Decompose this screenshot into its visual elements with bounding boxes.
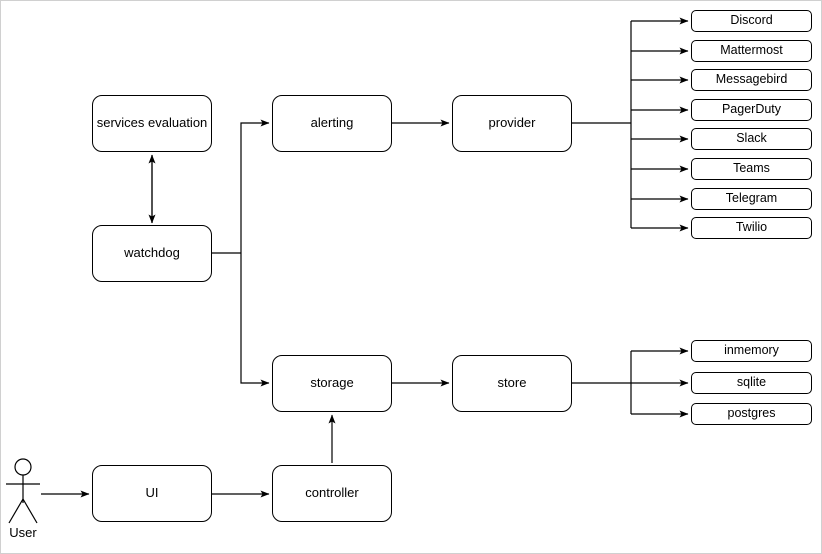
actor-leg-left-line — [8, 498, 24, 524]
node-provider-backend-telegram-label: Telegram — [725, 191, 778, 206]
node-alerting-label: alerting — [310, 115, 354, 131]
node-provider-backend-twilio[interactable]: Twilio — [691, 217, 812, 239]
node-watchdog[interactable]: watchdog — [92, 225, 212, 282]
node-provider-label: provider — [488, 115, 536, 131]
node-provider-backend-slack[interactable]: Slack — [691, 128, 812, 150]
actor-head-icon — [14, 458, 32, 476]
node-controller-label: controller — [305, 485, 359, 501]
node-store-backend-postgres-label: postgres — [727, 406, 776, 421]
edge-watchdog-to-alerting — [240, 119, 270, 253]
node-provider-backend-telegram[interactable]: Telegram — [691, 188, 812, 210]
node-store-backend-postgres[interactable]: postgres — [691, 403, 812, 425]
node-provider-backend-messagebird[interactable]: Messagebird — [691, 69, 812, 91]
node-alerting[interactable]: alerting — [272, 95, 392, 152]
node-provider-backend-twilio-label: Twilio — [735, 220, 768, 235]
node-provider[interactable]: provider — [452, 95, 572, 152]
node-store-backend-sqlite-label: sqlite — [736, 375, 767, 390]
node-storage-label: storage — [310, 375, 354, 391]
node-watchdog-label: watchdog — [124, 245, 180, 261]
user-actor: User — [1, 523, 45, 540]
node-store-backend-inmemory-label: inmemory — [724, 343, 779, 358]
node-services-evaluation[interactable]: services evaluation — [92, 95, 212, 152]
node-services-evaluation-label: services evaluation — [96, 115, 208, 131]
node-provider-backend-messagebird-label: Messagebird — [715, 72, 788, 87]
node-controller[interactable]: controller — [272, 465, 392, 522]
node-store-backend-inmemory[interactable]: inmemory — [691, 340, 812, 362]
node-store[interactable]: store — [452, 355, 572, 412]
edge-watchdog-to-storage — [240, 253, 270, 387]
node-provider-backend-slack-label: Slack — [736, 131, 767, 146]
actor-leg-right-line — [22, 498, 38, 524]
node-storage[interactable]: storage — [272, 355, 392, 412]
user-actor-label: User — [9, 525, 37, 540]
node-provider-backend-teams-label: Teams — [733, 161, 770, 176]
node-ui[interactable]: UI — [92, 465, 212, 522]
node-provider-backend-pagerduty[interactable]: PagerDuty — [691, 99, 812, 121]
node-provider-backend-pagerduty-label: PagerDuty — [721, 102, 782, 117]
node-provider-backend-discord-label: Discord — [730, 13, 773, 28]
node-store-backend-sqlite[interactable]: sqlite — [691, 372, 812, 394]
node-store-label: store — [497, 375, 527, 391]
node-provider-backend-teams[interactable]: Teams — [691, 158, 812, 180]
node-provider-backend-mattermost-label: Mattermost — [720, 43, 783, 58]
node-ui-label: UI — [145, 485, 159, 501]
node-provider-backend-mattermost[interactable]: Mattermost — [691, 40, 812, 62]
node-provider-backend-discord[interactable]: Discord — [691, 10, 812, 32]
